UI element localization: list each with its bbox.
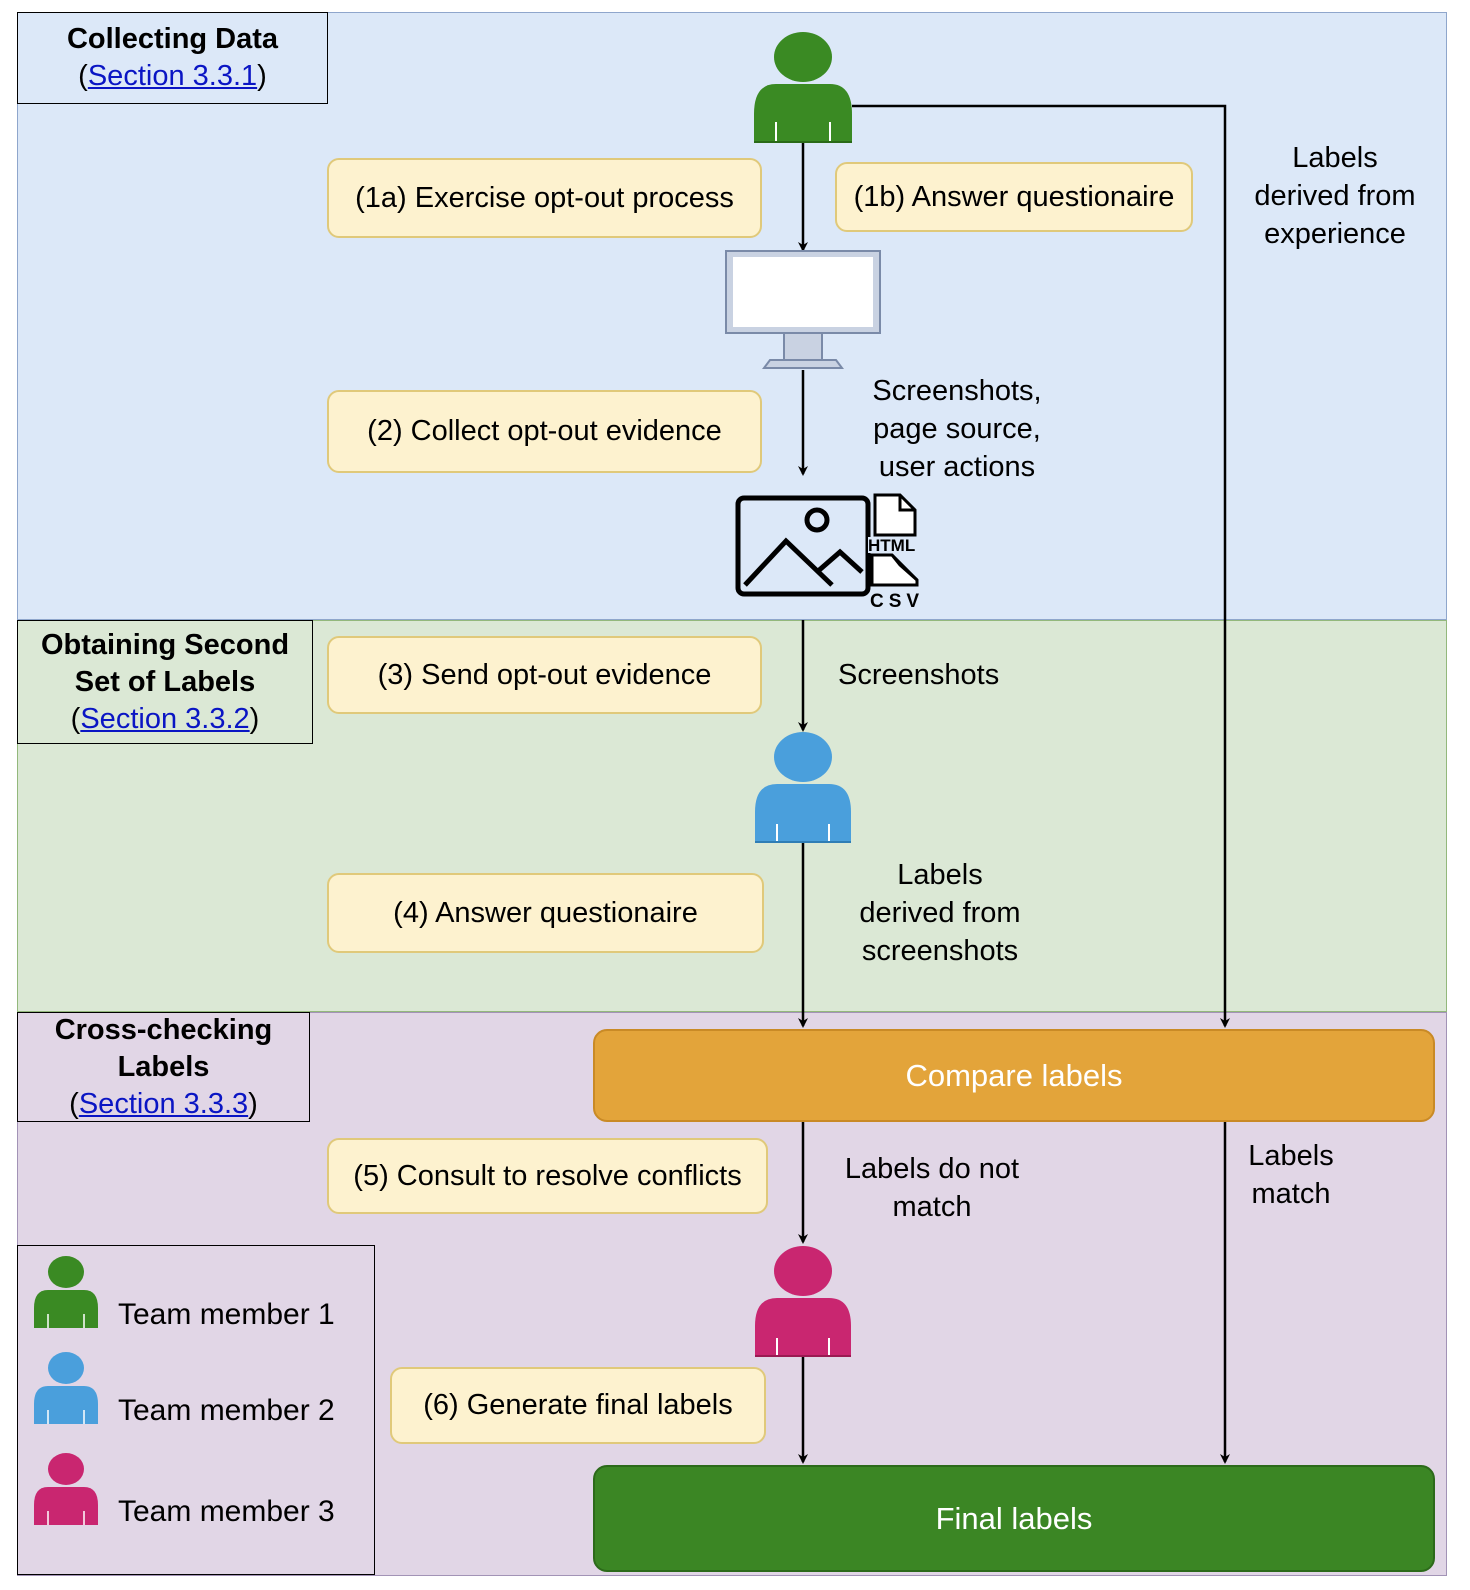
labels-from-experience-label: Labels derived from experience	[1254, 142, 1416, 250]
html-file-icon: HTML	[868, 493, 920, 555]
labels-no-match-label: Labels do not match	[844, 1153, 1020, 1223]
step-3: (3) Send opt-out evidence	[327, 636, 762, 714]
section-cross-checking: Cross-checking Labels (Section 3.3.3)	[17, 1012, 310, 1122]
screenshots-label: Screenshots	[838, 659, 1000, 691]
arrow-person1-to-compare	[852, 104, 1230, 1028]
team-member-2-icon	[755, 732, 851, 843]
labels-from-screenshots-label: Labels derived from screenshots	[859, 859, 1021, 967]
compare-labels-box: Compare labels	[593, 1029, 1435, 1122]
legend-team-member-3-icon	[34, 1453, 98, 1525]
labels-match-label: Labels match	[1248, 1140, 1334, 1210]
final-labels-box: Final labels	[593, 1465, 1435, 1572]
team-member-3-icon	[755, 1246, 851, 1357]
legend: Team member 1 Team member 2 Team member …	[17, 1245, 375, 1575]
legend-team-member-2-icon	[34, 1352, 98, 1424]
legend-label-team-member-2: Team member 2	[118, 1394, 335, 1427]
section-link[interactable]: Section 3.3.3	[78, 1087, 249, 1120]
section-title: Obtaining Second Set of Labels	[40, 628, 290, 698]
step-1b: (1b) Answer questionaire	[835, 162, 1193, 232]
computer-monitor-icon	[725, 250, 881, 369]
legend-icons	[34, 1256, 98, 1525]
team-member-1-icon	[754, 32, 852, 143]
image-icon	[735, 495, 871, 597]
legend-label-team-member-3: Team member 3	[118, 1495, 335, 1528]
step-1a: (1a) Exercise opt-out process	[327, 158, 762, 238]
evidence-types-label: Screenshots, page source, user actions	[872, 375, 1042, 483]
step-5: (5) Consult to resolve conflicts	[327, 1138, 768, 1214]
section-link[interactable]: Section 3.3.2	[80, 702, 250, 735]
legend-label-team-member-1: Team member 1	[118, 1298, 335, 1331]
section-second-labels: Obtaining Second Set of Labels (Section …	[17, 620, 313, 744]
section-title: Collecting Data	[66, 23, 279, 55]
csv-file-icon: CSV	[870, 553, 924, 612]
html-file-text: HTML	[868, 536, 915, 555]
legend-team-member-1-icon	[34, 1256, 98, 1328]
section-title: Cross-checking Labels	[54, 1013, 273, 1083]
step-4: (4) Answer questionaire	[327, 873, 764, 953]
csv-file-text: CSV	[870, 591, 924, 612]
section-collecting-data: Collecting Data (Section 3.3.1)	[17, 12, 328, 104]
section-link[interactable]: Section 3.3.1	[87, 60, 258, 92]
step-6: (6) Generate final labels	[390, 1367, 766, 1444]
step-2: (2) Collect opt-out evidence	[327, 390, 762, 473]
